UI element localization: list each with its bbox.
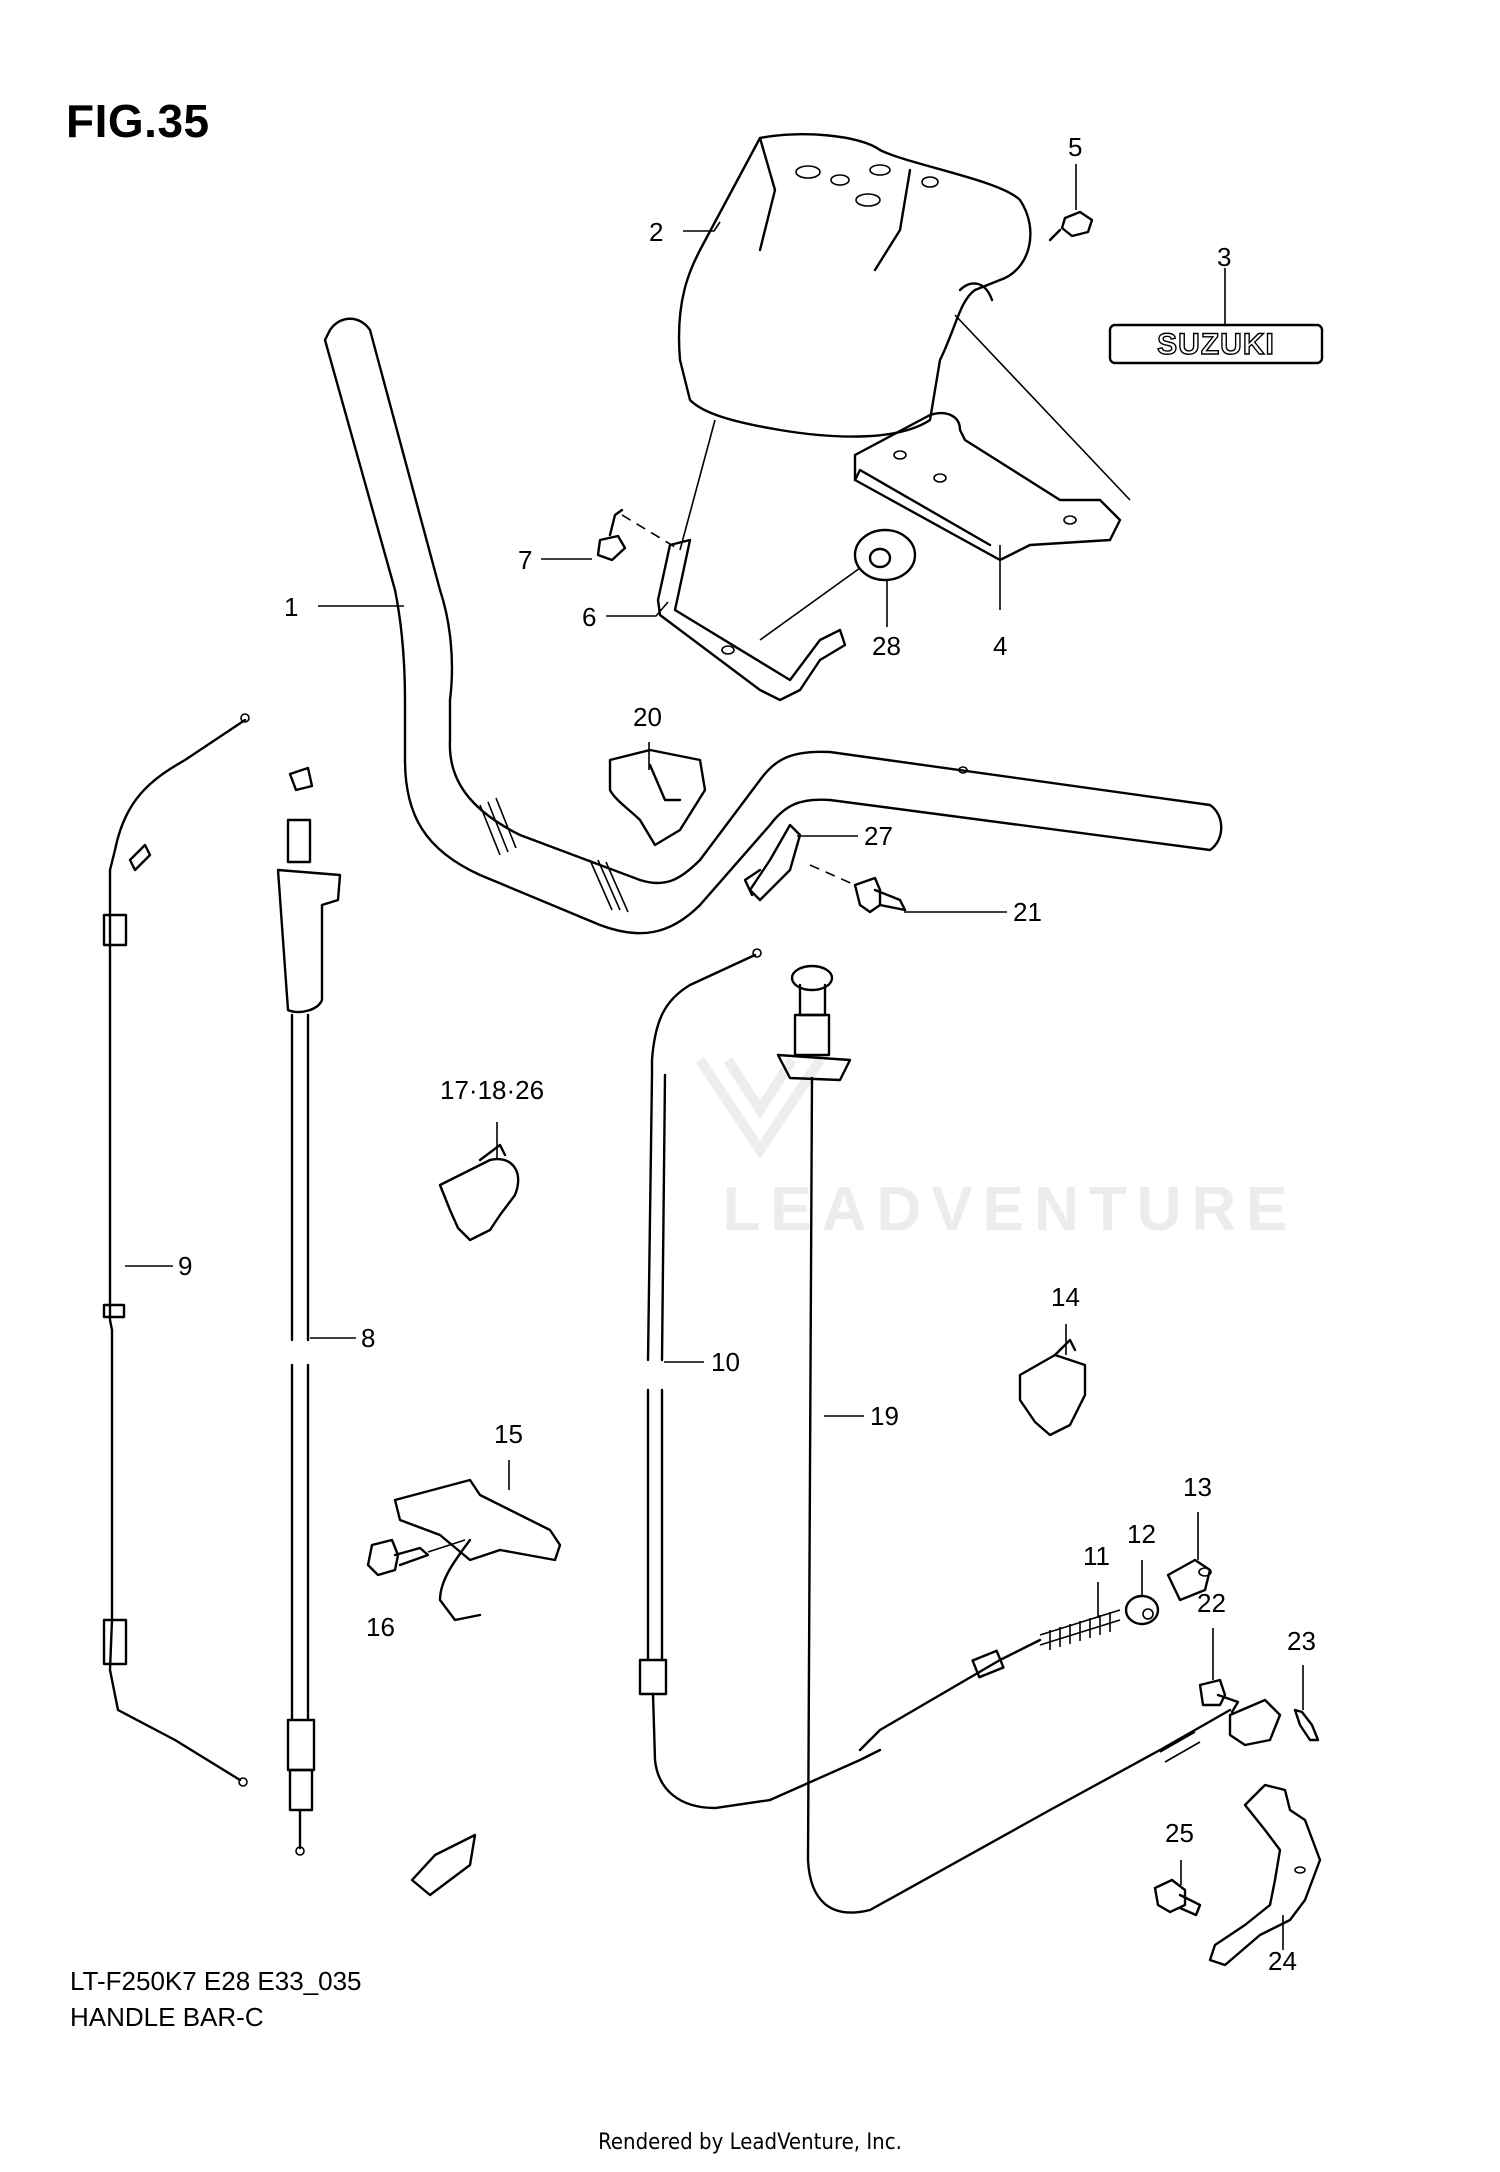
- assembly-line: [679, 419, 716, 551]
- clamp-part-17-18-26: [438, 1143, 520, 1242]
- callout-23: 23: [1287, 1626, 1316, 1656]
- callout-2: 2: [649, 217, 663, 247]
- callout-12: 12: [1127, 1519, 1156, 1549]
- bracket-part-4: [853, 411, 1122, 562]
- callout-14: 14: [1051, 1282, 1080, 1312]
- callout-10: 10: [711, 1347, 740, 1377]
- bolt-part-22: [1198, 1678, 1240, 1714]
- suzuki-emblem: SUZUKI: [1108, 323, 1324, 365]
- callout-22: 22: [1197, 1588, 1226, 1618]
- callout-21: 21: [1013, 897, 1042, 927]
- badge-text: SUZUKI: [1157, 328, 1275, 361]
- cable-end-fitting: [1159, 1698, 1282, 1763]
- callout-17-18-26: 17·18·26: [440, 1075, 544, 1105]
- callout-leaders: [125, 164, 1304, 1950]
- callout-8: 8: [361, 1323, 375, 1353]
- callout-6: 6: [582, 602, 596, 632]
- cable-part-19: [776, 964, 1232, 1914]
- watermark-text: LEADVENTURE: [722, 1175, 1297, 1244]
- callout-3: 3: [1217, 242, 1231, 272]
- callout-9: 9: [178, 1251, 192, 1281]
- bolt-part-21: [809, 864, 907, 914]
- callout-numbers: 1 2 3 4 5 6 7 28 20 27 21 17·18·26 9 8 1…: [178, 132, 1316, 1976]
- callout-4: 4: [993, 631, 1007, 661]
- screw-part-13: [1166, 1558, 1212, 1602]
- callout-24: 24: [1268, 1946, 1297, 1976]
- callout-5: 5: [1068, 132, 1082, 162]
- bracket-part-6: [656, 538, 847, 702]
- rendered-by-credit: Rendered by LeadVenture, Inc.: [598, 2130, 902, 2155]
- clamp-part-20: [608, 748, 707, 847]
- handlebar-cover-part: [677, 133, 1032, 438]
- figure-title: FIG.35: [66, 95, 210, 147]
- bracket-part-15: [393, 1478, 562, 1622]
- watermark: LEADVENTURE: [695, 1057, 1297, 1244]
- callout-28: 28: [872, 631, 901, 661]
- callout-1: 1: [284, 592, 298, 622]
- callout-11: 11: [1083, 1541, 1110, 1571]
- cable-part-10: [638, 948, 882, 1810]
- callout-20: 20: [633, 702, 662, 732]
- clamp-part-14: [1018, 1338, 1087, 1437]
- screw-part-7: [596, 508, 627, 562]
- callout-27: 27: [864, 821, 893, 851]
- callout-15: 15: [494, 1419, 523, 1449]
- lever-part-24: [1208, 1783, 1322, 1967]
- bolt-part-25: [1153, 1878, 1202, 1917]
- callout-13: 13: [1183, 1472, 1212, 1502]
- grommet-part-28: [853, 528, 917, 582]
- callout-25: 25: [1165, 1818, 1194, 1848]
- clamp-part-27: [743, 823, 802, 902]
- callout-16: 16: [366, 1612, 395, 1642]
- screw-part-5: [1048, 210, 1094, 242]
- assembly-line: [759, 567, 861, 641]
- clip-part-23: [1293, 1708, 1320, 1742]
- callout-19: 19: [870, 1401, 899, 1431]
- diagram-name: HANDLE BAR-C: [70, 2002, 264, 2032]
- model-code: LT-F250K7 E28 E33_035: [70, 1966, 362, 1996]
- cable-part-8: [276, 766, 342, 1856]
- callout-7: 7: [518, 545, 532, 575]
- collar-part-12: [1124, 1594, 1160, 1626]
- cable-part-9: [102, 713, 250, 1787]
- bolt-part-16: [366, 1538, 466, 1577]
- assembly-dash: [621, 514, 681, 551]
- handlebar-part-1: [323, 317, 1223, 935]
- fwd-arrow: FWD: [410, 1833, 477, 1897]
- spring-part-11: [858, 1609, 1121, 1752]
- assembly-line: [954, 314, 1131, 501]
- fwd-label: FWD: [424, 1847, 467, 1884]
